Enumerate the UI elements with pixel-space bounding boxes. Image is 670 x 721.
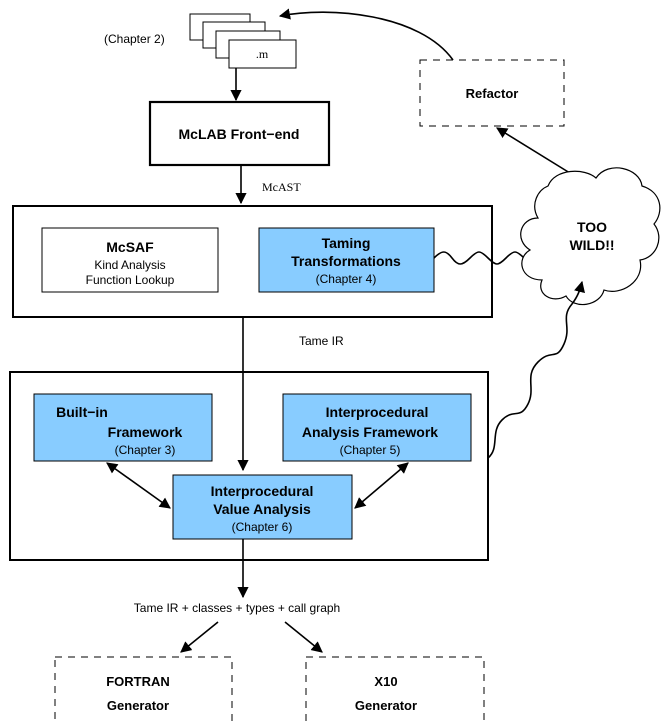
value-analysis-box: Interprocedural Value Analysis (Chapter … — [172, 474, 353, 540]
mcast-label: McAST — [262, 180, 301, 194]
builtin-title2: Framework — [108, 424, 183, 440]
interproc-framework-title2: Analysis Framework — [302, 424, 438, 440]
value-analysis-chapter: (Chapter 6) — [232, 520, 293, 534]
refactor-label: Refactor — [466, 86, 519, 101]
builtin-title1: Built−in — [56, 404, 108, 420]
refactor-box: Refactor — [419, 59, 565, 127]
fortran-line1: FORTRAN — [106, 674, 170, 689]
interproc-framework-title1: Interprocedural — [326, 404, 429, 420]
interproc-framework-box: Interprocedural Analysis Framework (Chap… — [282, 393, 472, 462]
tame-ir-label: Tame IR — [299, 334, 344, 348]
analysis-frame — [9, 371, 489, 561]
arrow-builtin-value — [106, 462, 171, 509]
x10-generator-box: X10 Generator — [305, 656, 485, 721]
arrow-to-x10 — [284, 621, 323, 653]
frontend-label: McLAB Front−end — [179, 126, 300, 142]
taming-chapter: (Chapter 4) — [316, 272, 377, 286]
builtin-framework-box: Built−in Framework (Chapter 3) — [33, 393, 213, 462]
value-analysis-title1: Interprocedural — [211, 483, 314, 499]
value-analysis-title2: Value Analysis — [213, 501, 311, 517]
fortran-line2: Generator — [107, 698, 169, 713]
cloud-line2: WILD!! — [569, 237, 614, 253]
mcsaf-box: McSAF Kind Analysis Function Lookup — [41, 227, 219, 293]
interproc-framework-chapter: (Chapter 5) — [340, 443, 401, 457]
too-wild-cloud: TOO WILD!! — [520, 167, 661, 306]
arrow-cloud-to-refactor — [496, 127, 579, 179]
taming-box: Taming Transformations (Chapter 4) — [258, 227, 435, 293]
source-file-label: .m — [256, 47, 269, 61]
builtin-chapter: (Chapter 3) — [115, 443, 176, 457]
arrow-analysis-to-cloud — [487, 280, 585, 459]
fortran-generator-box: FORTRAN Generator — [54, 656, 233, 721]
arrow-to-fortran — [180, 621, 219, 653]
source-files-chapter: (Chapter 2) — [104, 32, 165, 46]
frontend-box: McLAB Front−end — [148, 100, 331, 167]
x10-line2: Generator — [355, 698, 417, 713]
x10-line1: X10 — [374, 674, 397, 689]
arrow-interproc-value — [354, 462, 409, 509]
mcsaf-line2: Function Lookup — [86, 273, 175, 287]
taming-title2: Transformations — [291, 253, 401, 269]
arrow-refactor-to-files — [278, 8, 454, 61]
output-label: Tame IR + classes + types + call graph — [134, 601, 340, 615]
cloud-line1: TOO — [577, 219, 607, 235]
taming-title1: Taming — [322, 235, 371, 251]
mcsaf-title: McSAF — [106, 239, 154, 255]
source-files-stack: .m — [189, 13, 297, 69]
mcsaf-line1: Kind Analysis — [94, 258, 165, 272]
